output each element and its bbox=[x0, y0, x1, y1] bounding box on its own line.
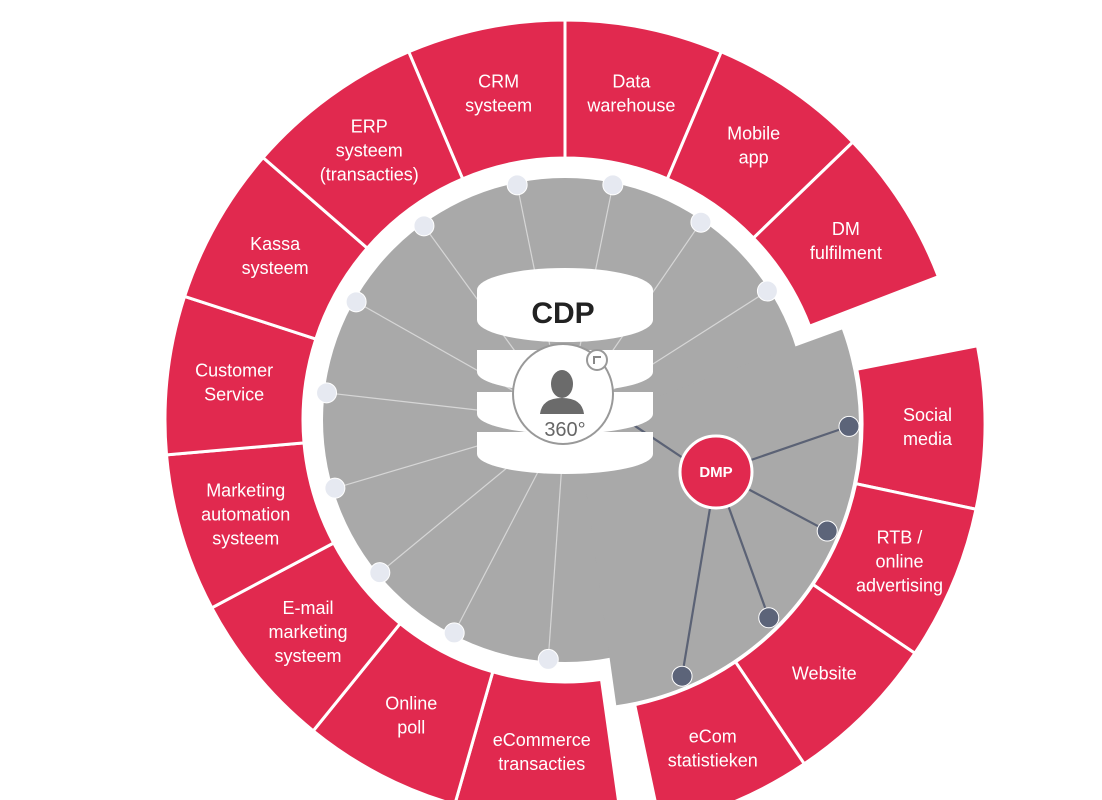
dmp-hub: DMP bbox=[678, 434, 754, 510]
dmp-segment-label: statistieken bbox=[668, 750, 758, 770]
cdp-dmp-link bbox=[631, 423, 687, 461]
dmp-segment-label: Website bbox=[792, 663, 857, 683]
segment-label: poll bbox=[397, 717, 425, 737]
dmp-connector-node bbox=[838, 415, 860, 437]
dmp-segment-shape-ecom-statistieken bbox=[632, 659, 807, 800]
segment-label: eCommerce bbox=[493, 730, 591, 750]
segment-e-mail-marketing-systeem: E-mail marketing systeem bbox=[209, 540, 403, 733]
segment-shape-ecommerce-transacties bbox=[454, 669, 620, 800]
dmp-segment-label: media bbox=[903, 429, 953, 449]
segment-label: marketing bbox=[269, 622, 348, 642]
dmp-segment-label: advertising bbox=[856, 576, 943, 596]
segment-label: Kassa bbox=[250, 234, 301, 254]
dmp-connector-node bbox=[671, 665, 693, 687]
segment-label: systeem bbox=[275, 646, 342, 666]
segment-label: Customer bbox=[195, 360, 273, 380]
segment-label: CRM bbox=[478, 72, 519, 92]
db-disk-top-bottom bbox=[477, 298, 653, 342]
cdp-hub: CDP 360° bbox=[477, 268, 653, 474]
connector-node bbox=[316, 382, 338, 404]
dmp-segment-social-media: Social media bbox=[853, 344, 987, 512]
dmp-label: DMP bbox=[699, 464, 732, 481]
segment-erp-systeem-transacties: ERP systeem (transacties) bbox=[260, 49, 465, 251]
connector-node bbox=[345, 291, 367, 313]
db-disk-4-bottom bbox=[477, 434, 653, 474]
connector-node bbox=[537, 648, 559, 670]
connector-node bbox=[602, 174, 624, 196]
segment-label: fulfilment bbox=[810, 243, 882, 263]
segment-label: systeem bbox=[212, 529, 279, 549]
dmp-core-extension bbox=[577, 329, 860, 706]
segment-dm-fulfilment: DM fulfilment bbox=[751, 140, 941, 329]
segment-label: systeem bbox=[465, 96, 532, 116]
dmp-segment-label: Social bbox=[903, 405, 952, 425]
dmp-connector-node bbox=[758, 607, 780, 629]
expand-icon-mark bbox=[593, 356, 601, 364]
dmp-segment-shape-social-media bbox=[853, 344, 987, 512]
segment-label: Mobile bbox=[727, 124, 780, 144]
dmp-segment-label: RTB / bbox=[877, 528, 923, 548]
segment-label: systeem bbox=[242, 258, 309, 278]
expand-icon bbox=[586, 349, 608, 371]
dmp-segment-ecom-statistieken: eCom statistieken bbox=[632, 659, 807, 800]
segment-label: transacties bbox=[498, 754, 585, 774]
segment-label: E-mail bbox=[283, 598, 334, 618]
dmp-circle bbox=[678, 434, 754, 510]
connector-node bbox=[690, 211, 712, 233]
segment-label: app bbox=[739, 148, 769, 168]
connector-node bbox=[324, 477, 346, 499]
segment-ecommerce-transacties: eCommerce transacties bbox=[454, 669, 620, 800]
segment-kassa-systeem: Kassa systeem bbox=[182, 155, 370, 341]
connector-node bbox=[506, 174, 528, 196]
segment-label: DM bbox=[832, 219, 860, 239]
segment-shape-dm-fulfilment bbox=[751, 140, 941, 329]
segment-label: ERP bbox=[351, 117, 388, 137]
segment-label: Data bbox=[612, 72, 651, 92]
connector-node bbox=[369, 562, 391, 584]
cdp-title: CDP bbox=[531, 297, 594, 330]
connection-nodes bbox=[316, 174, 860, 687]
segment-shape-erp-systeem-transacties bbox=[260, 49, 465, 251]
segment-label: automation bbox=[201, 505, 290, 525]
connector-node bbox=[443, 622, 465, 644]
dmp-segment-label: online bbox=[875, 552, 923, 572]
segment-label: Marketing bbox=[206, 481, 285, 501]
segment-data-warehouse: Data warehouse bbox=[563, 18, 724, 181]
dmp-segment-label: eCom bbox=[689, 726, 737, 746]
customer-360-label: 360° bbox=[544, 419, 585, 441]
person-icon bbox=[540, 370, 584, 414]
segment-label: Service bbox=[204, 384, 264, 404]
connector-node bbox=[413, 215, 435, 237]
segment-label: systeem bbox=[336, 141, 403, 161]
dmp-connector-node bbox=[816, 520, 838, 542]
segment-label: warehouse bbox=[586, 96, 675, 116]
segment-label: Online bbox=[385, 693, 437, 713]
segment-label: (transacties) bbox=[320, 165, 419, 185]
connector-node bbox=[756, 280, 778, 302]
